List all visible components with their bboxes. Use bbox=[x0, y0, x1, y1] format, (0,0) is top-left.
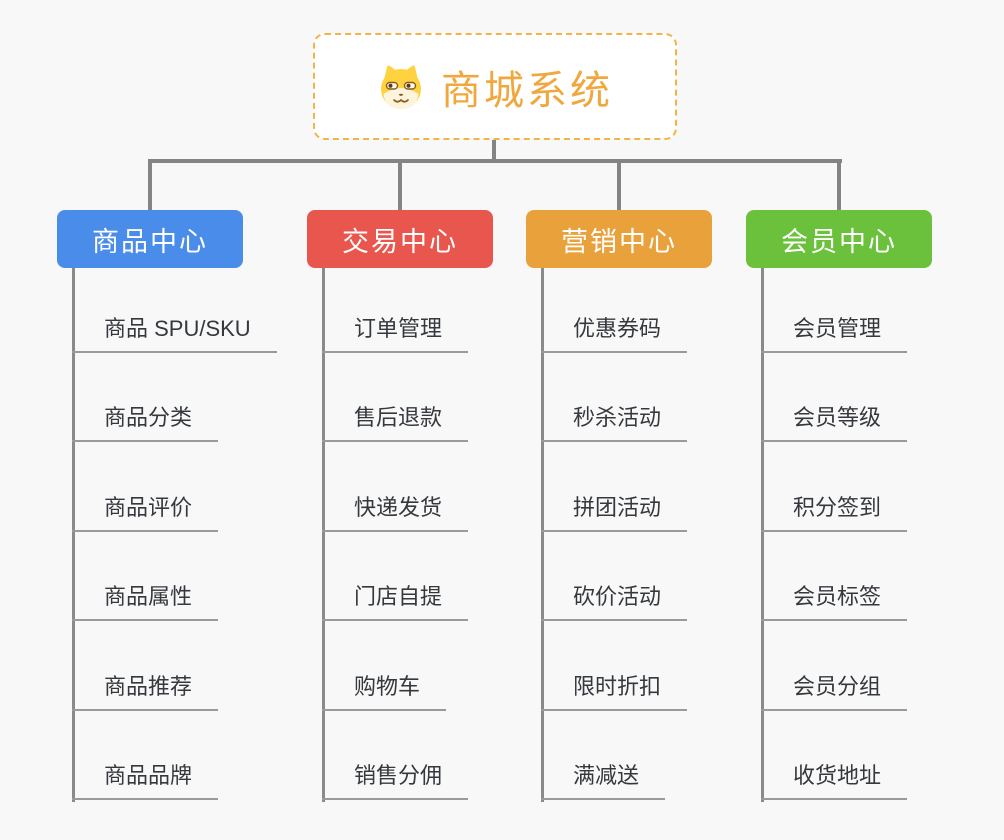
leaf-item[interactable]: 售后退款 bbox=[322, 402, 469, 442]
leaf-item[interactable]: 满减送 bbox=[541, 760, 666, 800]
root-node[interactable]: 商城系统 bbox=[313, 33, 677, 140]
leaf-item[interactable]: 砍价活动 bbox=[541, 581, 688, 621]
root-stem-connector bbox=[492, 138, 496, 163]
leaf-item[interactable]: 商品评价 bbox=[72, 492, 219, 532]
leaf-item[interactable]: 会员管理 bbox=[761, 313, 908, 353]
leaf-item[interactable]: 购物车 bbox=[322, 671, 447, 711]
leaf-item[interactable]: 订单管理 bbox=[322, 313, 469, 353]
branch-label: 营销中心 bbox=[561, 226, 677, 257]
leaf-item[interactable]: 会员等级 bbox=[761, 402, 908, 442]
leaf-item[interactable]: 积分签到 bbox=[761, 492, 908, 532]
branch-node[interactable]: 商品中心 bbox=[57, 210, 243, 268]
branch-drop-connector bbox=[837, 159, 841, 212]
branch-bus-connector bbox=[148, 159, 842, 163]
branch-drop-connector bbox=[617, 159, 621, 212]
leaf-item[interactable]: 商品 SPU/SKU bbox=[72, 313, 277, 353]
branch-node[interactable]: 营销中心 bbox=[526, 210, 712, 268]
dog-face-icon bbox=[381, 64, 421, 109]
leaf-item[interactable]: 销售分佣 bbox=[322, 760, 469, 800]
leaf-item[interactable]: 优惠券码 bbox=[541, 313, 688, 353]
branch-trunk-connector bbox=[761, 268, 764, 802]
branch-trunk-connector bbox=[72, 268, 75, 802]
branch-node[interactable]: 交易中心 bbox=[307, 210, 493, 268]
root-title: 商城系统 bbox=[441, 68, 613, 113]
leaf-item[interactable]: 会员分组 bbox=[761, 671, 908, 711]
leaf-item[interactable]: 快递发货 bbox=[322, 492, 469, 532]
branch-drop-connector bbox=[398, 159, 402, 212]
leaf-item[interactable]: 秒杀活动 bbox=[541, 402, 688, 442]
branch-trunk-connector bbox=[322, 268, 325, 802]
branch-drop-connector bbox=[148, 159, 152, 212]
leaf-item[interactable]: 商品推荐 bbox=[72, 671, 219, 711]
leaf-item[interactable]: 商品品牌 bbox=[72, 760, 219, 800]
leaf-item[interactable]: 拼团活动 bbox=[541, 492, 688, 532]
leaf-item[interactable]: 会员标签 bbox=[761, 581, 908, 621]
branch-label: 商品中心 bbox=[92, 226, 208, 257]
leaf-item[interactable]: 门店自提 bbox=[322, 581, 469, 621]
leaf-item[interactable]: 商品属性 bbox=[72, 581, 219, 621]
leaf-item[interactable]: 收货地址 bbox=[761, 760, 908, 800]
branch-trunk-connector bbox=[541, 268, 544, 802]
branch-node[interactable]: 会员中心 bbox=[746, 210, 932, 268]
branch-label: 交易中心 bbox=[342, 226, 458, 257]
branch-label: 会员中心 bbox=[781, 226, 897, 257]
leaf-item[interactable]: 限时折扣 bbox=[541, 671, 688, 711]
leaf-item[interactable]: 商品分类 bbox=[72, 402, 219, 442]
